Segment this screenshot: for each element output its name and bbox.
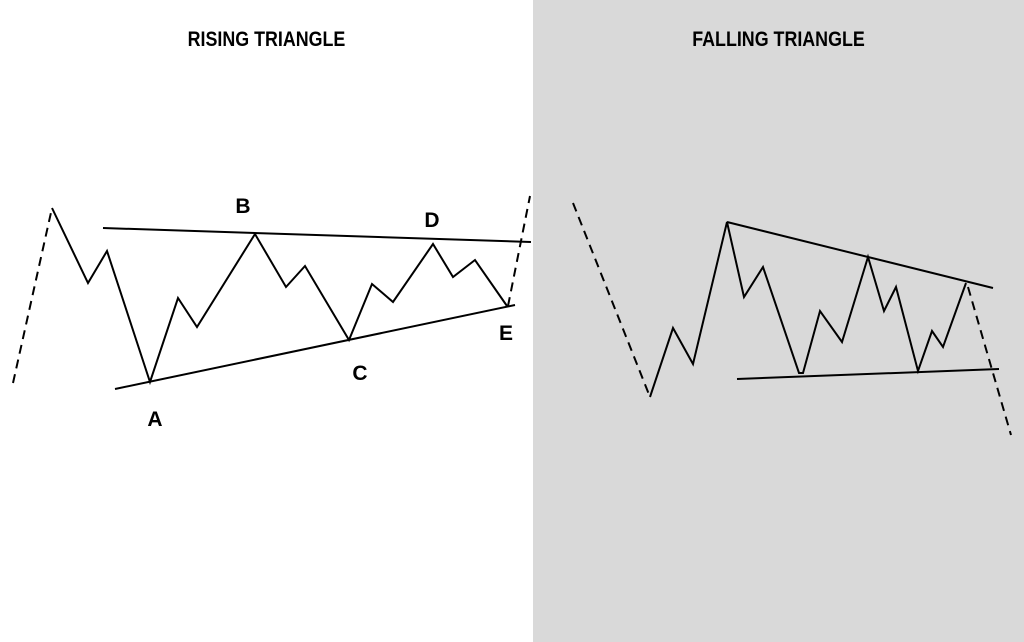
rising-triangle-panel: RISING TRIANGLE <box>187 28 346 51</box>
label-d: D <box>424 209 439 232</box>
falling-triangle-panel: FALLING TRIANGLE <box>533 0 1024 642</box>
label-b: B <box>235 195 250 218</box>
label-a: A <box>147 408 162 431</box>
rising-exit-dashed <box>507 195 531 307</box>
rising-triangle-title: RISING TRIANGLE <box>187 28 346 51</box>
rising-resistance-line <box>102 227 532 243</box>
falling-exit-dashed <box>967 286 1012 436</box>
rising-price-path <box>51 207 508 386</box>
falling-price-path <box>649 221 967 398</box>
falling-support-line <box>736 368 1000 380</box>
falling-entry-dashed <box>572 202 651 398</box>
falling-triangle-title: FALLING TRIANGLE <box>692 28 865 51</box>
falling-resistance-line <box>726 221 994 289</box>
label-e: E <box>499 322 513 345</box>
rising-support-line <box>114 304 516 390</box>
rising-entry-dashed <box>12 207 53 384</box>
label-c: C <box>352 362 367 385</box>
